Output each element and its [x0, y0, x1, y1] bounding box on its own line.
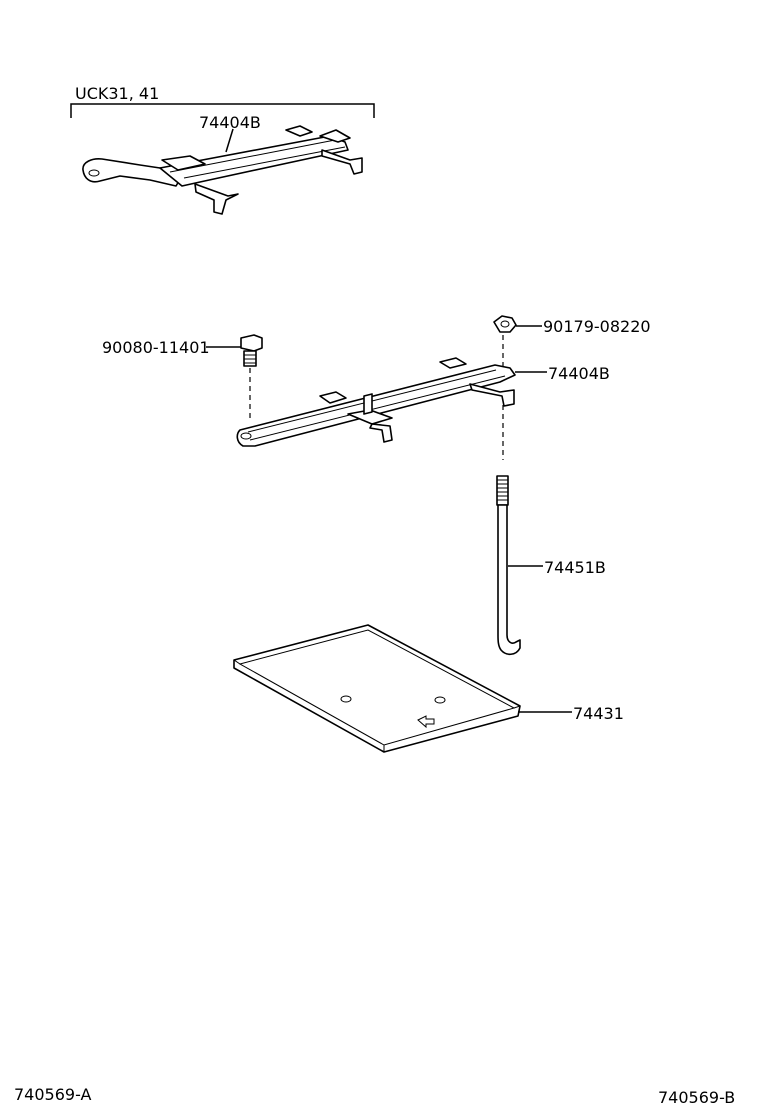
battery-tray-part: 74431 [233, 624, 624, 753]
variant-label: UCK31, 41 [75, 84, 159, 103]
label-clamp-rod: 74451B [544, 558, 606, 577]
hold-down-part: 74404B [236, 357, 610, 460]
battery-tray-drawing [233, 624, 521, 753]
bolt-icon [240, 334, 263, 367]
variant-bracket [70, 103, 375, 118]
nut-part: 90179-08220 [493, 315, 651, 368]
variant-group: UCK31, 41 74404B [70, 84, 375, 215]
label-bolt: 90080-11401 [102, 338, 210, 357]
label-hold-down: 74404B [548, 364, 610, 383]
label-battery-tray: 74431 [573, 704, 624, 723]
footer-code-left: 740569-A [14, 1085, 92, 1104]
label-hold-down-top: 74404B [199, 113, 261, 132]
footer-code-right: 740569-B [658, 1088, 735, 1107]
clamp-rod-part: 74451B [496, 475, 606, 656]
hold-down-drawing [236, 357, 516, 447]
bolt-part: 90080-11401 [102, 334, 263, 420]
nut-icon [493, 315, 517, 333]
label-nut: 90179-08220 [543, 317, 651, 336]
hold-down-top-drawing [82, 125, 363, 215]
leader-hold-down-top [225, 128, 234, 153]
clamp-rod-drawing [496, 475, 521, 656]
